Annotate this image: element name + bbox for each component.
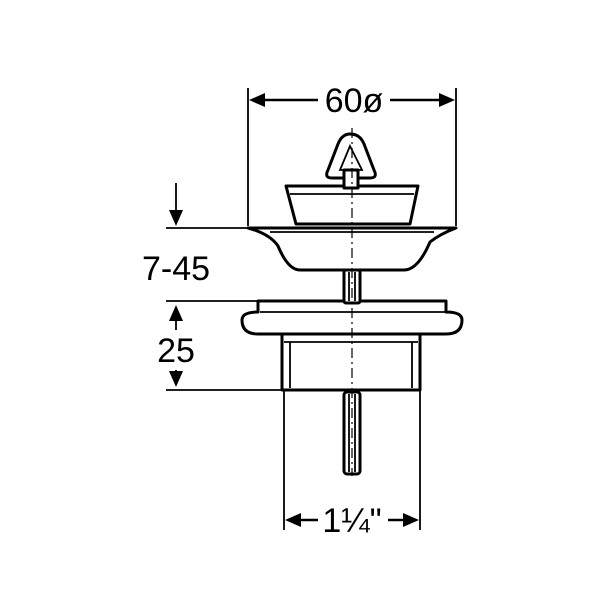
arrowhead-right-icon xyxy=(403,513,419,527)
arrowhead-up-icon xyxy=(169,305,183,321)
threaded-body xyxy=(280,332,422,392)
arrowhead-left-icon xyxy=(285,513,301,527)
label-thread-size: 1¼" xyxy=(322,502,381,540)
dimension-adjust-range: 7-45 xyxy=(142,183,270,288)
arrowhead-left-icon xyxy=(249,93,265,107)
sink-strainer-waste-valve-icon xyxy=(240,128,464,476)
stopper-plug xyxy=(284,184,420,226)
arrowhead-down-icon xyxy=(169,210,183,226)
label-flange-height: 25 xyxy=(157,332,195,370)
stopper-knob xyxy=(325,132,377,190)
arrowhead-down-icon xyxy=(169,371,183,387)
label-adjust-range: 7-45 xyxy=(142,250,210,288)
label-top-diameter: 60ø xyxy=(325,82,384,120)
dimension-flange-height: 25 xyxy=(157,300,290,391)
dimension-top-diameter: 60ø xyxy=(247,82,457,226)
dimension-thread-size: 1¼" xyxy=(283,390,421,540)
arrowhead-right-icon xyxy=(439,93,455,107)
